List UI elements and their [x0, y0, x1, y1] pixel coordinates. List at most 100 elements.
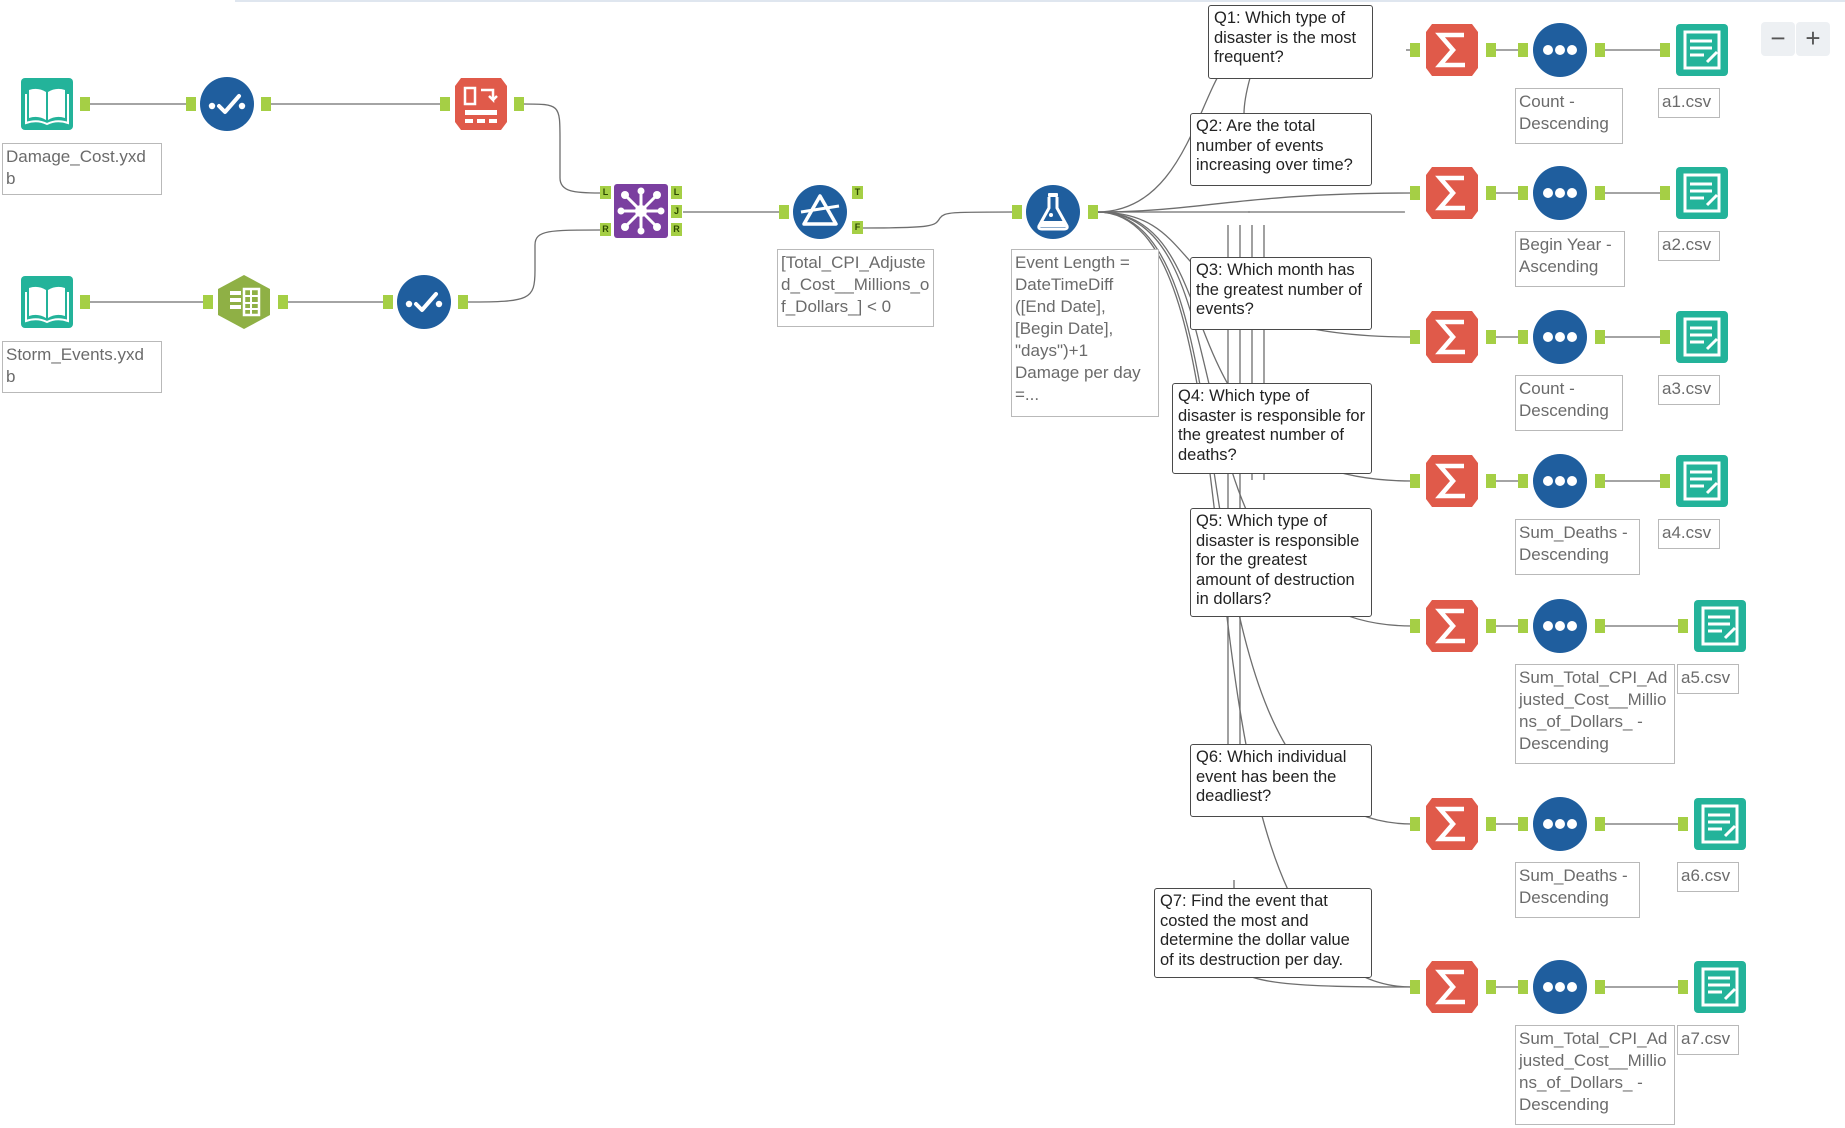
input-anchor[interactable] [1410, 186, 1420, 200]
question-comment-q3[interactable]: Q3: Which month has the greatest number … [1190, 257, 1372, 330]
input-anchor[interactable] [1518, 474, 1528, 488]
zoom-in-button[interactable]: + [1796, 22, 1830, 56]
join-anchor-right-output[interactable]: R [671, 223, 682, 236]
output-anchor[interactable] [1595, 980, 1605, 994]
filter-tool[interactable] [792, 184, 848, 240]
join-anchor-left-output[interactable]: L [671, 186, 682, 199]
input-anchor[interactable] [1678, 817, 1688, 831]
output-anchor[interactable] [1486, 330, 1496, 344]
output-data-tool-6[interactable] [1692, 796, 1748, 852]
input-anchor[interactable] [203, 295, 213, 309]
formula-tool[interactable] [1025, 184, 1081, 240]
question-comment-q6[interactable]: Q6: Which individual event has been the … [1190, 744, 1372, 817]
summarize-tool-1[interactable] [1424, 22, 1480, 78]
output-anchor[interactable] [1088, 205, 1098, 219]
output-anchor[interactable] [1595, 619, 1605, 633]
output-anchor[interactable] [458, 295, 468, 309]
input-anchor[interactable] [383, 295, 393, 309]
filter-icon [793, 185, 847, 239]
output-anchor[interactable] [261, 97, 271, 111]
output-anchor[interactable] [1486, 474, 1496, 488]
output-anchor[interactable] [514, 97, 524, 111]
output-anchor[interactable] [80, 295, 90, 309]
text-to-columns-tool[interactable] [216, 274, 272, 330]
book-icon [21, 276, 73, 328]
input-anchor[interactable] [186, 97, 196, 111]
join-anchor-right-input[interactable]: R [600, 223, 611, 236]
join-tool[interactable] [613, 183, 669, 239]
join-anchor-left-input[interactable]: L [600, 186, 611, 199]
join-anchor-join-output[interactable]: J [671, 205, 682, 218]
sort-tool-7[interactable] [1532, 959, 1588, 1015]
input-anchor[interactable] [1012, 205, 1022, 219]
input-anchor[interactable] [1410, 980, 1420, 994]
input-anchor[interactable] [779, 205, 789, 219]
summarize-tool-2[interactable] [1424, 165, 1480, 221]
output-data-tool-3[interactable] [1674, 309, 1730, 365]
output-anchor[interactable] [278, 295, 288, 309]
input-anchor[interactable] [1518, 817, 1528, 831]
output-anchor[interactable] [80, 97, 90, 111]
input-anchor[interactable] [1410, 43, 1420, 57]
input-anchor[interactable] [1518, 980, 1528, 994]
input-anchor[interactable] [1518, 186, 1528, 200]
output-data-tool-4[interactable] [1674, 453, 1730, 509]
output-anchor[interactable] [1486, 43, 1496, 57]
input-anchor[interactable] [1410, 330, 1420, 344]
output-data-tool-7[interactable] [1692, 959, 1748, 1015]
filter-false-anchor[interactable]: F [852, 221, 863, 234]
output-data-tool-1[interactable] [1674, 22, 1730, 78]
sort-tool-1[interactable] [1532, 22, 1588, 78]
sort-tool-2[interactable] [1532, 165, 1588, 221]
summarize-tool-3[interactable] [1424, 309, 1480, 365]
output-anchor[interactable] [1595, 43, 1605, 57]
input-anchor[interactable] [1518, 619, 1528, 633]
filter-true-anchor[interactable]: T [852, 186, 863, 199]
sort-icon [1533, 599, 1587, 653]
summarize-tool-5[interactable] [1424, 598, 1480, 654]
input-anchor[interactable] [1660, 474, 1670, 488]
input-anchor[interactable] [440, 97, 450, 111]
input-anchor[interactable] [1410, 619, 1420, 633]
sort-tool-3[interactable] [1532, 309, 1588, 365]
sort-icon [1533, 797, 1587, 851]
input-anchor[interactable] [1518, 330, 1528, 344]
input-anchor[interactable] [1410, 474, 1420, 488]
arrange-tool[interactable] [453, 76, 509, 132]
output-anchor[interactable] [1486, 186, 1496, 200]
output-anchor[interactable] [1486, 817, 1496, 831]
output-anchor[interactable] [1595, 817, 1605, 831]
output-anchor[interactable] [1595, 186, 1605, 200]
summarize-tool-6[interactable] [1424, 796, 1480, 852]
output-anchor[interactable] [1486, 619, 1496, 633]
input-anchor[interactable] [1660, 330, 1670, 344]
select-tool-2[interactable] [396, 274, 452, 330]
input-anchor[interactable] [1678, 980, 1688, 994]
input-anchor[interactable] [1660, 186, 1670, 200]
output-data-tool-2[interactable] [1674, 165, 1730, 221]
question-comment-q2[interactable]: Q2: Are the total number of events incre… [1190, 113, 1372, 186]
question-comment-q4[interactable]: Q4: Which type of disaster is responsibl… [1172, 383, 1372, 474]
input-anchor[interactable] [1678, 619, 1688, 633]
sort-tool-6[interactable] [1532, 796, 1588, 852]
output-anchor[interactable] [1486, 980, 1496, 994]
select-tool-1[interactable] [199, 76, 255, 132]
sort-tool-4[interactable] [1532, 453, 1588, 509]
summarize-tool-7[interactable] [1424, 959, 1480, 1015]
input-anchor[interactable] [1410, 817, 1420, 831]
output-anchor[interactable] [1595, 474, 1605, 488]
sort-tool-5[interactable] [1532, 598, 1588, 654]
book-icon [21, 78, 73, 130]
input-data-tool-storm-events[interactable] [19, 274, 75, 330]
question-comment-q7[interactable]: Q7: Find the event that costed the most … [1154, 888, 1372, 978]
question-comment-q5[interactable]: Q5: Which type of disaster is responsibl… [1190, 508, 1372, 617]
question-comment-q1[interactable]: Q1: Which type of disaster is the most f… [1208, 5, 1373, 79]
output-anchor[interactable] [1595, 330, 1605, 344]
output-data-tool-5[interactable] [1692, 598, 1748, 654]
input-anchor[interactable] [1660, 43, 1670, 57]
input-data-tool-damage-cost[interactable] [19, 76, 75, 132]
summarize-tool-4[interactable] [1424, 453, 1480, 509]
zoom-out-button[interactable]: − [1761, 22, 1795, 56]
input-anchor[interactable] [1518, 43, 1528, 57]
